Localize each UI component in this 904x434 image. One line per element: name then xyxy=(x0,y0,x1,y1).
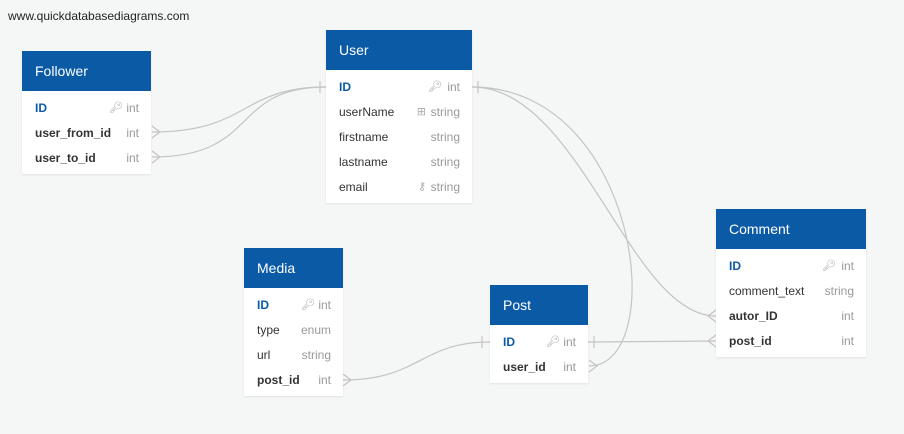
field-name: post_id xyxy=(257,373,300,387)
field-type: string xyxy=(301,348,331,362)
field-type: int xyxy=(318,298,331,312)
crow-foot-icon xyxy=(588,359,598,373)
key-icon: 🔑︎ xyxy=(428,81,442,93)
field-type: string xyxy=(430,155,460,169)
field-type: int xyxy=(447,80,460,94)
key-icon: 🔑︎ xyxy=(301,299,315,311)
table-media[interactable]: Media ID 🔑︎ int type enum url string pos… xyxy=(244,248,343,396)
link-media-post xyxy=(342,341,491,381)
field-type: string xyxy=(430,180,460,194)
table-header[interactable]: Media xyxy=(244,248,343,288)
table-header[interactable]: User xyxy=(326,30,472,70)
field-row[interactable]: user_from_id int xyxy=(22,121,151,146)
field-row[interactable]: post_id int xyxy=(716,329,866,354)
table-header[interactable]: Post xyxy=(490,285,588,325)
field-row[interactable]: autor_ID int xyxy=(716,304,866,329)
field-row[interactable]: firstname string xyxy=(326,125,472,150)
hierarchy-icon: ⊞ xyxy=(416,106,426,118)
field-type: string xyxy=(430,105,460,119)
field-name: user_to_id xyxy=(35,151,96,165)
field-type: int xyxy=(563,335,576,349)
field-name: email xyxy=(339,180,368,194)
key-small-icon: ⚷ xyxy=(417,181,426,193)
link-follower-to-user xyxy=(151,86,327,158)
field-name: ID xyxy=(503,335,515,349)
key-icon: 🔑︎ xyxy=(822,260,836,272)
field-row[interactable]: type enum xyxy=(244,318,343,343)
link-post-user xyxy=(471,86,633,367)
field-type: int xyxy=(841,334,854,348)
field-name: lastname xyxy=(339,155,388,169)
field-type: enum xyxy=(300,323,331,337)
field-row[interactable]: email ⚷ string xyxy=(326,175,472,200)
key-icon: 🔑︎ xyxy=(546,336,560,348)
field-name: autor_ID xyxy=(729,309,778,323)
crow-foot-icon xyxy=(707,309,717,323)
field-name: ID xyxy=(339,80,351,94)
field-name: user_from_id xyxy=(35,126,112,140)
field-row[interactable]: ID 🔑︎ int xyxy=(22,96,151,121)
field-type: int xyxy=(126,126,139,140)
table-header[interactable]: Follower xyxy=(22,51,151,91)
field-row[interactable]: lastname string xyxy=(326,150,472,175)
field-type: string xyxy=(824,284,854,298)
table-follower[interactable]: Follower ID 🔑︎ int user_from_id int user… xyxy=(22,51,151,174)
field-name: ID xyxy=(35,101,47,115)
field-type: int xyxy=(318,373,331,387)
field-name: post_id xyxy=(729,334,772,348)
field-name: firstname xyxy=(339,130,389,144)
field-row[interactable]: ID 🔑︎ int xyxy=(244,293,343,318)
field-row[interactable]: url string xyxy=(244,343,343,368)
link-comment-user xyxy=(471,86,717,317)
table-header[interactable]: Comment xyxy=(716,209,866,249)
field-type: int xyxy=(841,309,854,323)
crow-foot-icon xyxy=(151,125,161,139)
field-type: string xyxy=(430,130,460,144)
table-comment[interactable]: Comment ID 🔑︎ int comment_text string au… xyxy=(716,209,866,357)
field-row[interactable]: user_to_id int xyxy=(22,146,151,171)
field-type: int xyxy=(563,360,576,374)
crow-foot-icon xyxy=(342,373,352,387)
link-follower-from-user xyxy=(151,86,327,133)
field-row[interactable]: ID 🔑︎ int xyxy=(326,75,472,100)
field-row[interactable]: ID 🔑︎ int xyxy=(490,330,588,355)
field-type: int xyxy=(841,259,854,273)
watermark: www.quickdatabasediagrams.com xyxy=(8,9,190,23)
field-name: ID xyxy=(729,259,741,273)
crow-foot-icon xyxy=(151,150,161,164)
field-type: int xyxy=(126,151,139,165)
field-row[interactable]: ID 🔑︎ int xyxy=(716,254,866,279)
table-user[interactable]: User ID 🔑︎ int userName ⊞ string firstna… xyxy=(326,30,472,203)
field-row[interactable]: comment_text string xyxy=(716,279,866,304)
field-name: comment_text xyxy=(729,284,805,298)
key-icon: 🔑︎ xyxy=(109,102,123,114)
link-comment-post xyxy=(587,340,717,343)
field-row[interactable]: user_id int xyxy=(490,355,588,380)
field-name: userName xyxy=(339,105,395,119)
field-name: ID xyxy=(257,298,269,312)
field-type: int xyxy=(126,101,139,115)
field-name: type xyxy=(257,323,280,337)
field-row[interactable]: post_id int xyxy=(244,368,343,393)
crow-foot-icon xyxy=(707,334,717,348)
field-name: url xyxy=(257,348,271,362)
field-name: user_id xyxy=(503,360,546,374)
field-row[interactable]: userName ⊞ string xyxy=(326,100,472,125)
table-post[interactable]: Post ID 🔑︎ int user_id int xyxy=(490,285,588,383)
